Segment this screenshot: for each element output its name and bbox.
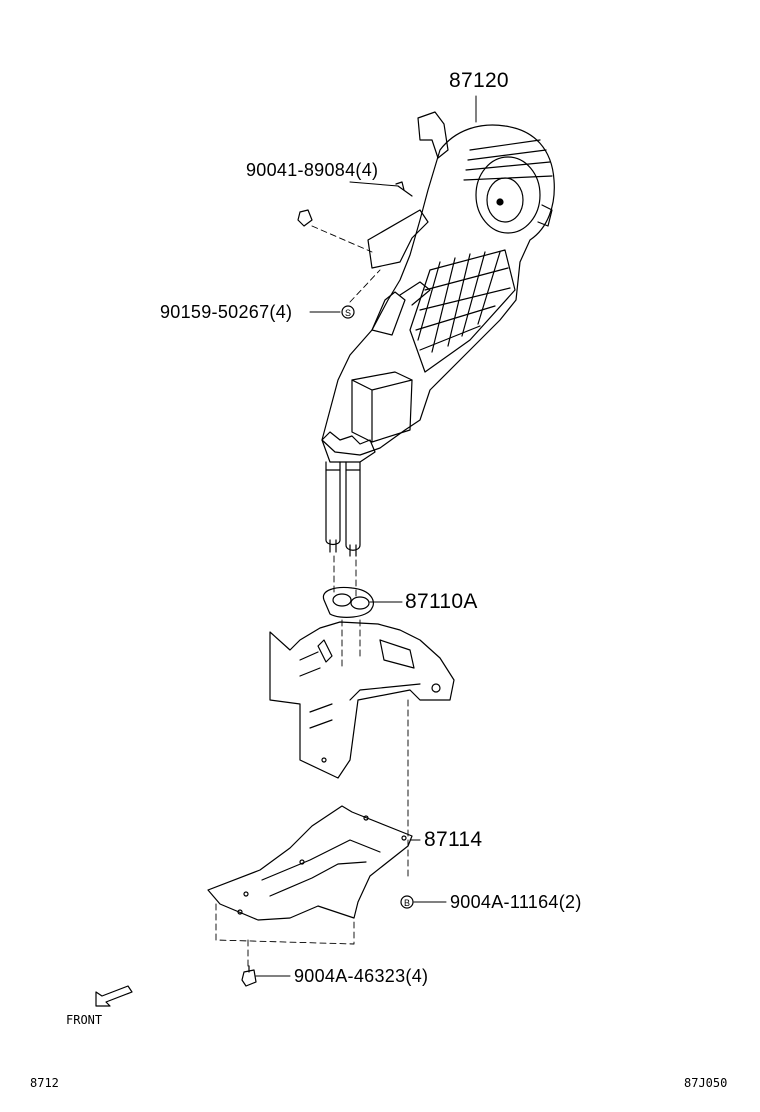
duct-tubes-drawing [325,461,361,557]
b-mark-circle [400,895,414,909]
cover-drawing [207,805,413,921]
part-label-9004a-46323-text: 9004A-46323(4) [294,966,429,986]
front-label: FRONT [66,1013,103,1027]
front-arrow-icon [95,985,133,1007]
footer-left-code: 8712 [30,1076,59,1090]
part-label-87114: 87114 [424,828,483,851]
part-label-9004a-11164: 9004A-11164(2) [450,892,582,912]
footer-right-code: 87J050 [684,1076,728,1090]
floor-bracket-drawing [269,621,455,779]
blower-unit-drawing [321,111,555,463]
b-mark-symbol: B [404,898,410,908]
grommet-drawing [322,586,374,618]
s-mark-circle [341,305,355,319]
part-label-87110a: 87110A [405,590,478,613]
leader-lines [255,95,477,977]
part-label-87120: 87120 [449,69,509,92]
s-mark-symbol: S [345,308,351,318]
hardware-drawings [241,181,413,987]
alignment-lines [215,225,409,967]
part-label-90041-89084: 90041-89084(4) [246,160,379,180]
part-label-90159-50267: 90159-50267(4) [160,302,293,322]
